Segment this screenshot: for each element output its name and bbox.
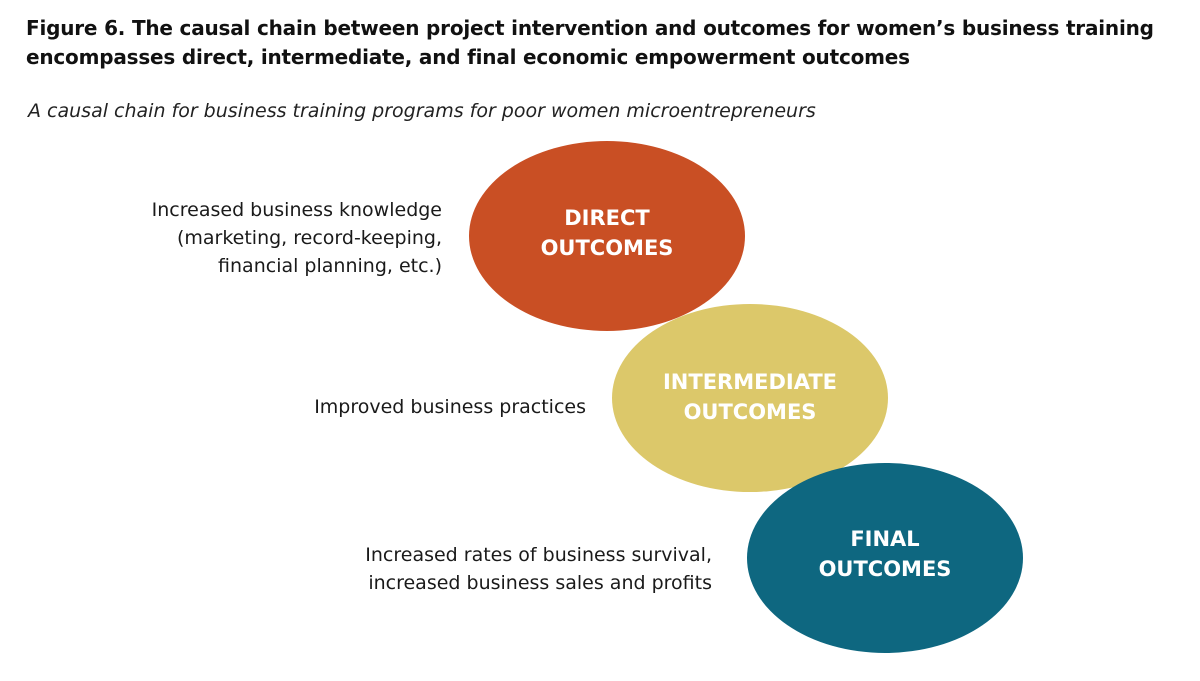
final-outcomes-line2: OUTCOMES <box>819 557 952 581</box>
final-outcomes-ellipse <box>747 463 1023 653</box>
final-outcomes-line1: FINAL <box>850 527 919 551</box>
final-outcomes-description: Increased rates of business survival, in… <box>365 544 712 594</box>
direct-outcomes-ellipse <box>469 141 745 331</box>
intermediate-outcomes-line2: OUTCOMES <box>684 400 817 424</box>
node-intermediate: INTERMEDIATE OUTCOMES <box>612 304 888 492</box>
intermediate-outcomes-description: Improved business practices <box>314 396 586 418</box>
intermediate-outcomes-line1: INTERMEDIATE <box>663 370 837 394</box>
node-direct: DIRECT OUTCOMES <box>469 141 745 331</box>
figure-title: Figure 6. The causal chain between proje… <box>26 16 1154 69</box>
intermediate-outcomes-ellipse <box>612 304 888 492</box>
direct-outcomes-description: Increased business knowledge (marketing,… <box>151 199 442 277</box>
direct-outcomes-line2: OUTCOMES <box>541 236 674 260</box>
node-final: FINAL OUTCOMES <box>747 463 1023 653</box>
direct-outcomes-line1: DIRECT <box>564 206 650 230</box>
figure-subtitle: A causal chain for business training pro… <box>28 100 816 122</box>
